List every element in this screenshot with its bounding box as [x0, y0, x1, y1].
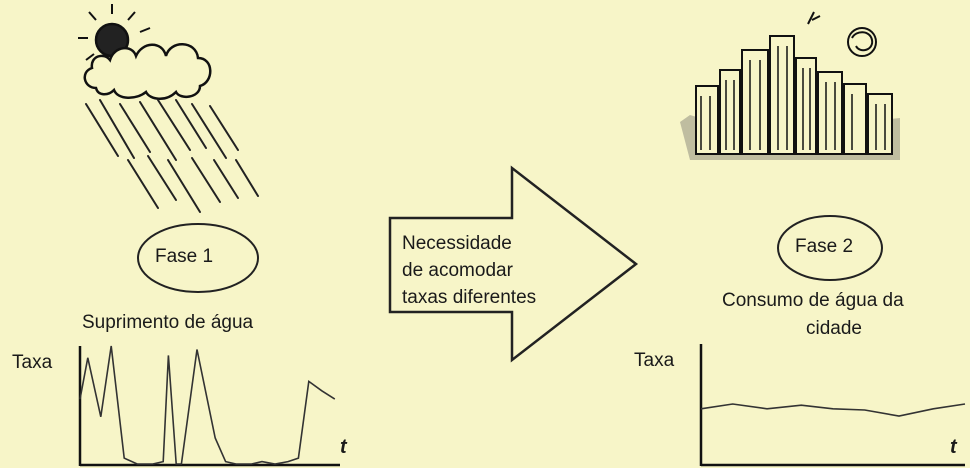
phase1-x-label: t: [340, 436, 347, 458]
sun-cloud-icon: [78, 4, 212, 100]
chart1-axes: [78, 346, 340, 467]
phase1-badge: Fase 1: [155, 246, 214, 267]
phase2-caption-line-2: cidade: [806, 318, 862, 339]
chart2-axes: [699, 344, 965, 467]
chart2-series: [700, 403, 966, 417]
phase2-oval: [777, 215, 883, 281]
phase2-caption-line-1: Consumo de água da: [722, 290, 904, 311]
chart1-series: [79, 345, 336, 465]
phase2-y-label: Taxa: [634, 350, 675, 371]
arrow-text-line-1: Necessidade: [402, 233, 512, 254]
arrow-text: Necessidade de acomodar taxas diferentes: [402, 230, 536, 311]
arrow-text-line-2: de acomodar: [402, 260, 513, 281]
phase1-oval: [137, 223, 259, 293]
chart2-series-line-0: [700, 403, 966, 417]
phase1-y-label: Taxa: [12, 352, 53, 373]
arrow-text-line-3: taxas diferentes: [402, 287, 537, 308]
chart1-series-line-0: [79, 345, 336, 465]
phase2-x-label: t: [950, 436, 957, 458]
flow-arrow: [388, 165, 639, 363]
phase2-badge: Fase 2: [795, 236, 854, 257]
city-skyline-icon: [680, 11, 900, 160]
phase1-caption: Suprimento de água: [82, 312, 254, 333]
rain-icon: [85, 99, 259, 213]
